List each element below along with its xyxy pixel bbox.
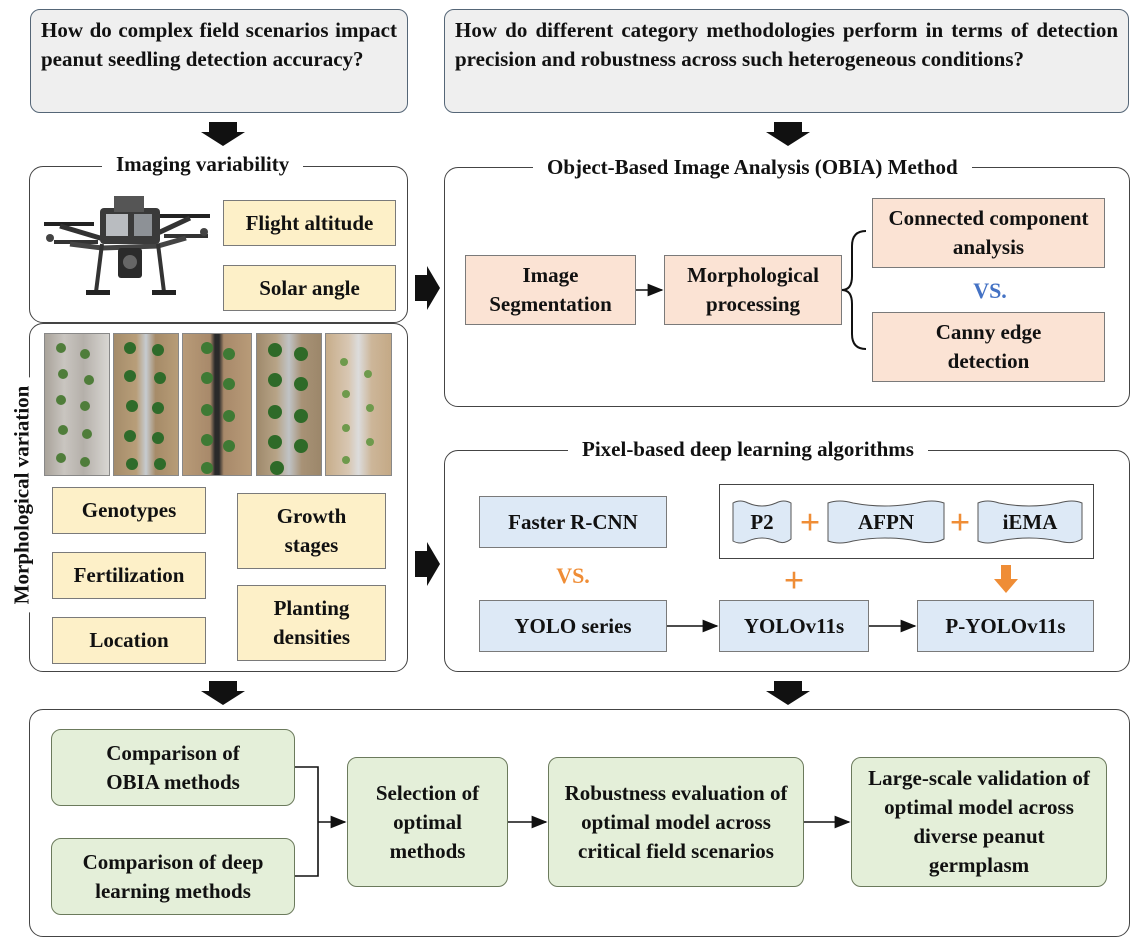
imaging-variability-title: Imaging variability	[102, 152, 304, 177]
robustness-box: Robustness evaluation of optimal model a…	[548, 757, 804, 887]
question-2-text: How do different category methodologies …	[455, 18, 1118, 71]
field-photo-2	[113, 333, 179, 476]
compare-obia-label: Comparison of OBIA methods	[106, 740, 240, 794]
location-box: Location	[52, 617, 206, 664]
seedlings-5	[340, 358, 374, 464]
question-box-2: How do different category methodologies …	[444, 9, 1129, 113]
genotypes-box: Genotypes	[52, 487, 206, 534]
p2-label: P2	[750, 509, 774, 534]
field-photo-1	[44, 333, 110, 476]
growth-stages-box: Growth stages	[237, 493, 386, 569]
growth-stages-label: Growth stages	[276, 504, 347, 557]
compare-obia-connector	[295, 766, 319, 877]
afpn-module	[827, 500, 945, 544]
seedlings-1	[56, 343, 94, 467]
validation-label: Large-scale validation of optimal model …	[868, 766, 1090, 877]
location-label: Location	[89, 628, 169, 652]
right-arrow-icon-lower	[415, 542, 440, 586]
validation-box: Large-scale validation of optimal model …	[851, 757, 1107, 887]
yolov11s-box: YOLOv11s	[719, 600, 869, 652]
seedlings-3	[201, 342, 235, 474]
morphological-processing-box: Morphological processing	[664, 255, 842, 325]
fertilization-label: Fertilization	[73, 563, 185, 587]
image-segmentation-box: Image Segmentation	[465, 255, 636, 325]
deep-vs-label: VS.	[556, 563, 590, 588]
selection-label: Selection of optimal methods	[375, 780, 480, 863]
planting-densities-label: Planting densities	[272, 596, 350, 649]
plus-icon-1: +	[799, 502, 821, 542]
iema-module	[977, 500, 1083, 544]
selection-box: Selection of optimal methods	[347, 757, 508, 887]
afpn-label: AFPN	[858, 509, 914, 534]
question-1-text: How do complex field scenarios impact pe…	[41, 18, 397, 71]
flight-altitude-box: Flight altitude	[223, 200, 396, 246]
compare-deep-box: Comparison of deep learning methods	[51, 838, 295, 915]
planting-densities-box: Planting densities	[237, 585, 386, 661]
down-arrow-icon-left-top	[201, 122, 245, 146]
orange-down-arrow-icon	[994, 565, 1018, 593]
plus-icon-2: +	[949, 502, 971, 542]
yolo-series-box: YOLO series	[479, 600, 667, 652]
connected-component-label: Connected component analysis	[888, 206, 1089, 259]
compare-obia-box: Comparison of OBIA methods	[51, 729, 295, 806]
solar-angle-label: Solar angle	[259, 275, 360, 300]
connected-component-box: Connected component analysis	[872, 198, 1105, 268]
question-box-1: How do complex field scenarios impact pe…	[30, 9, 408, 113]
solar-angle-box: Solar angle	[223, 265, 396, 311]
field-photo-3	[182, 333, 252, 476]
fertilization-box: Fertilization	[52, 552, 206, 599]
flight-altitude-label: Flight altitude	[245, 210, 374, 235]
morphological-processing-label: Morphological processing	[687, 263, 819, 316]
seedlings-4	[268, 343, 308, 475]
drone-illustration	[44, 196, 210, 295]
p-yolov11s-label: P-YOLOv11s	[945, 613, 1066, 638]
deep-learning-title: Pixel-based deep learning algorithms	[568, 437, 928, 462]
down-arrow-icon-left-bottom	[201, 681, 245, 705]
faster-rcnn-label: Faster R-CNN	[508, 509, 638, 534]
right-arrow-icon-upper	[415, 266, 440, 310]
robustness-label: Robustness evaluation of optimal model a…	[564, 780, 788, 863]
down-arrow-icon-right-bottom	[766, 681, 810, 705]
plus-icon-3: +	[783, 560, 805, 600]
genotypes-label: Genotypes	[81, 498, 177, 522]
faster-rcnn-box: Faster R-CNN	[479, 496, 667, 548]
obia-vs-label: VS.	[973, 278, 1007, 303]
image-segmentation-label: Image Segmentation	[489, 263, 612, 316]
compare-deep-label: Comparison of deep learning methods	[82, 849, 264, 903]
seedlings-2	[124, 342, 166, 470]
canny-edge-box: Canny edge detection	[872, 312, 1105, 382]
obia-brace	[841, 230, 867, 350]
yolov11s-label: YOLOv11s	[743, 613, 845, 638]
p-yolov11s-box: P-YOLOv11s	[917, 600, 1094, 652]
field-photo-5	[325, 333, 392, 476]
obia-title: Object-Based Image Analysis (OBIA) Metho…	[533, 155, 972, 180]
field-photo-4	[256, 333, 322, 476]
down-arrow-icon-right-top	[766, 122, 810, 146]
yolo-series-label: YOLO series	[514, 613, 632, 638]
canny-edge-label: Canny edge detection	[935, 320, 1042, 373]
iema-label: iEMA	[1002, 509, 1058, 534]
p2-module	[732, 500, 792, 544]
